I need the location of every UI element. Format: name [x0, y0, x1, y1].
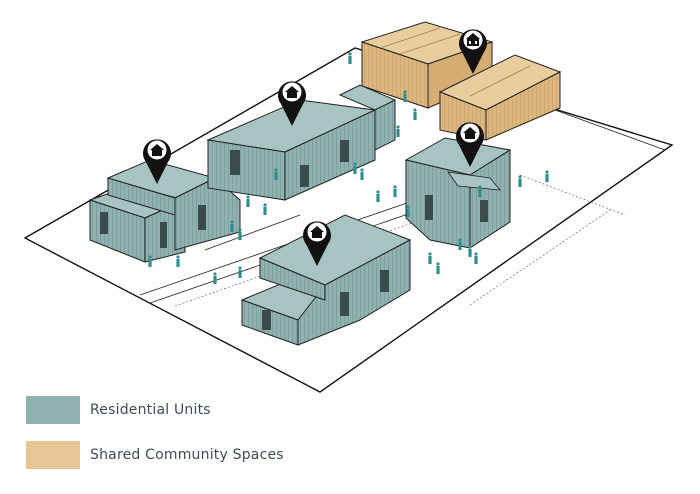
person-figure [545, 170, 549, 182]
person-figure [413, 108, 417, 120]
house-icon [285, 86, 299, 98]
person-figure [148, 255, 152, 267]
person-figure [246, 195, 250, 207]
legend-swatch-community [26, 441, 80, 469]
legend-label-residential: Residential Units [90, 402, 211, 418]
person-figure [213, 272, 217, 284]
person-figure [353, 162, 357, 174]
person-figure [238, 228, 242, 240]
map-pin-community [459, 29, 487, 74]
person-figure [274, 168, 278, 180]
person-figure [376, 190, 380, 202]
legend-label-community: Shared Community Spaces [90, 447, 284, 463]
person-figure [348, 52, 352, 64]
person-figure [393, 185, 397, 197]
house-icon [310, 226, 324, 238]
pathway [469, 209, 611, 306]
pathway [554, 109, 666, 151]
pathway [519, 174, 626, 216]
house-icon [150, 144, 164, 156]
person-figure [396, 125, 400, 137]
person-figure [263, 203, 267, 215]
map-pin-west [143, 139, 171, 184]
person-figure [518, 175, 522, 187]
residential-building-east [404, 137, 512, 249]
person-figure [458, 238, 462, 250]
person-figure [428, 252, 432, 264]
person-figure [176, 255, 180, 267]
person-figure [230, 220, 234, 232]
person-figure [468, 245, 472, 257]
map-pin-north [278, 81, 306, 126]
house-icon [463, 127, 477, 139]
legend-swatch-residential [26, 396, 80, 424]
residential-building-south [240, 214, 412, 346]
person-figure [436, 262, 440, 274]
person-figure [360, 168, 364, 180]
map-pin-south [303, 221, 331, 266]
legend-item-community: Shared Community Spaces [26, 441, 284, 469]
pathway [204, 214, 301, 251]
community-building-icon [466, 33, 480, 46]
map-pin-east [456, 122, 484, 167]
residential-building-north [206, 84, 397, 201]
legend-item-residential: Residential Units [26, 396, 211, 424]
people-figures [148, 52, 549, 284]
person-figure [403, 90, 407, 102]
person-figure [474, 252, 478, 264]
person-figure [478, 185, 482, 197]
person-figure [238, 266, 242, 278]
person-figure [406, 205, 410, 217]
